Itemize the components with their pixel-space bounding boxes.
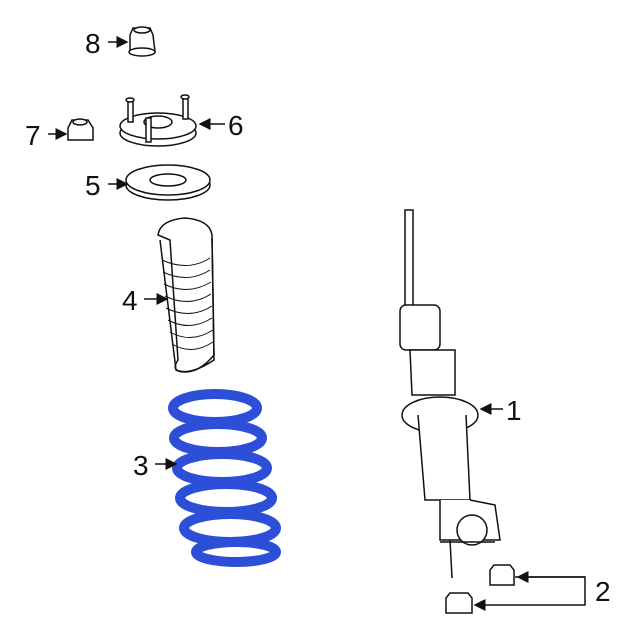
part-7-nut[interactable] — [67, 118, 94, 141]
part-4-dust-boot[interactable] — [157, 217, 215, 373]
part-6-upper-mount[interactable] — [119, 94, 197, 147]
part-3-coil-spring[interactable] — [168, 389, 281, 567]
callout-4: 4 — [122, 285, 138, 316]
part-2-nuts[interactable] — [445, 564, 515, 614]
callout-2: 2 — [595, 576, 611, 607]
part-1-strut-assembly[interactable] — [399, 209, 501, 579]
part-8-nut[interactable] — [128, 26, 156, 57]
callout-1: 1 — [506, 395, 522, 426]
callout-leaders — [48, 36, 586, 611]
callout-7: 7 — [25, 120, 41, 151]
callout-8: 8 — [85, 28, 101, 59]
part-5-spring-seat[interactable] — [125, 164, 211, 201]
callout-3: 3 — [133, 450, 149, 481]
callout-5: 5 — [85, 170, 101, 201]
callout-6: 6 — [228, 110, 244, 141]
